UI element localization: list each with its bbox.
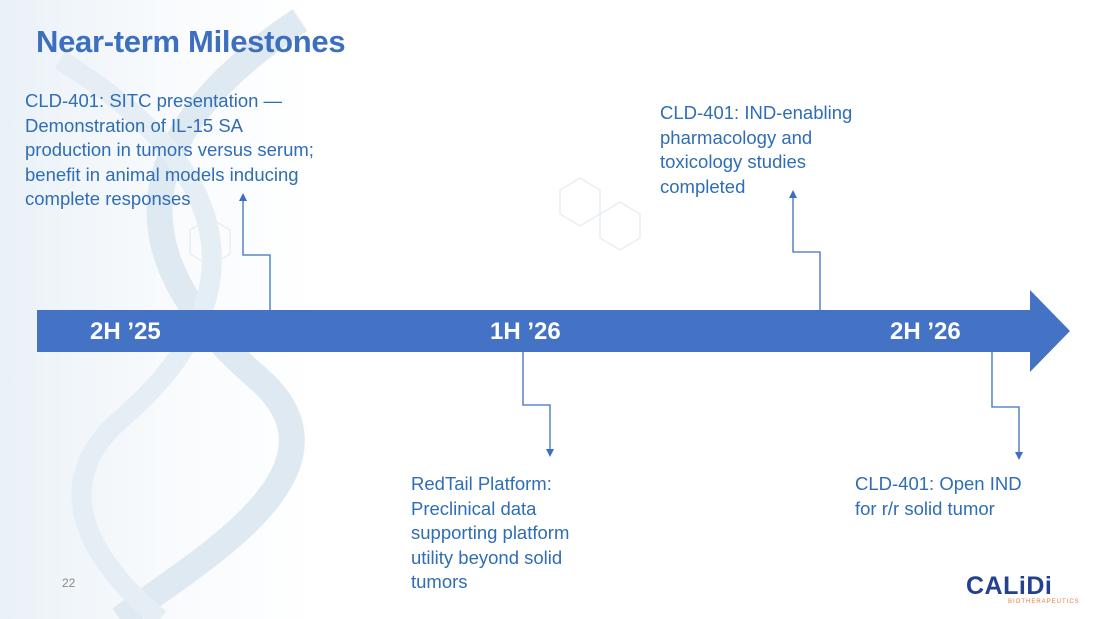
milestone-line: CLD-401: SITC presentation — xyxy=(25,90,283,111)
connector-1 xyxy=(242,200,271,310)
period-label: 2H ’25 xyxy=(90,318,161,345)
milestone-line: production in tumors versus serum; xyxy=(25,139,314,160)
timeline-arrow xyxy=(37,290,1070,372)
arrowhead-down-icon xyxy=(546,449,554,457)
milestone-line: toxicology studies xyxy=(660,151,807,172)
milestone-line: complete responses xyxy=(25,188,191,209)
milestone-line: completed xyxy=(660,175,746,197)
milestone-line: supporting platform xyxy=(411,522,570,543)
milestone-line: pharmacology and xyxy=(660,126,813,148)
arrowhead-down-icon xyxy=(1015,452,1023,460)
company-logo: CALiDi BIOTHERAPEUTICS xyxy=(966,572,1080,606)
milestone-text: CLD-401: IND-enabling pharmacology and t… xyxy=(660,101,852,199)
milestone-line: CLD-401: IND-enabling xyxy=(660,102,853,123)
page-number: 22 xyxy=(62,576,76,590)
milestone-line: CLD-401: Open IND xyxy=(855,473,1022,494)
period-label: 2H ’26 xyxy=(890,318,961,345)
milestone-text: RedTail Platform: Preclinical data suppo… xyxy=(411,472,569,595)
milestone-line: for r/r solid tumor xyxy=(855,497,995,519)
logo-name: CALiDi xyxy=(966,572,1053,600)
milestone-line: Preclinical data xyxy=(411,497,537,519)
milestone-line: benefit in animal models inducing xyxy=(25,163,299,185)
page-title: Near-term Milestones xyxy=(36,24,346,59)
period-label: 1H ’26 xyxy=(490,318,561,345)
milestone-text: CLD-401: SITC presentation — Demonstrati… xyxy=(25,89,314,212)
connector-4 xyxy=(991,352,1020,453)
milestone-line: tumors xyxy=(411,571,468,592)
milestone-line: Demonstration of IL-15 SA xyxy=(25,114,243,136)
arrowhead-up-icon xyxy=(789,190,797,198)
milestone-line: RedTail Platform: xyxy=(411,473,552,494)
connector-2 xyxy=(792,197,821,310)
milestone-line: utility beyond solid xyxy=(411,546,563,568)
milestone-text: CLD-401: Open IND for r/r solid tumor xyxy=(855,472,1022,521)
logo-subtitle: BIOTHERAPEUTICS xyxy=(1008,599,1080,605)
connector-3 xyxy=(522,352,551,450)
arrowhead-up-icon xyxy=(239,193,247,201)
